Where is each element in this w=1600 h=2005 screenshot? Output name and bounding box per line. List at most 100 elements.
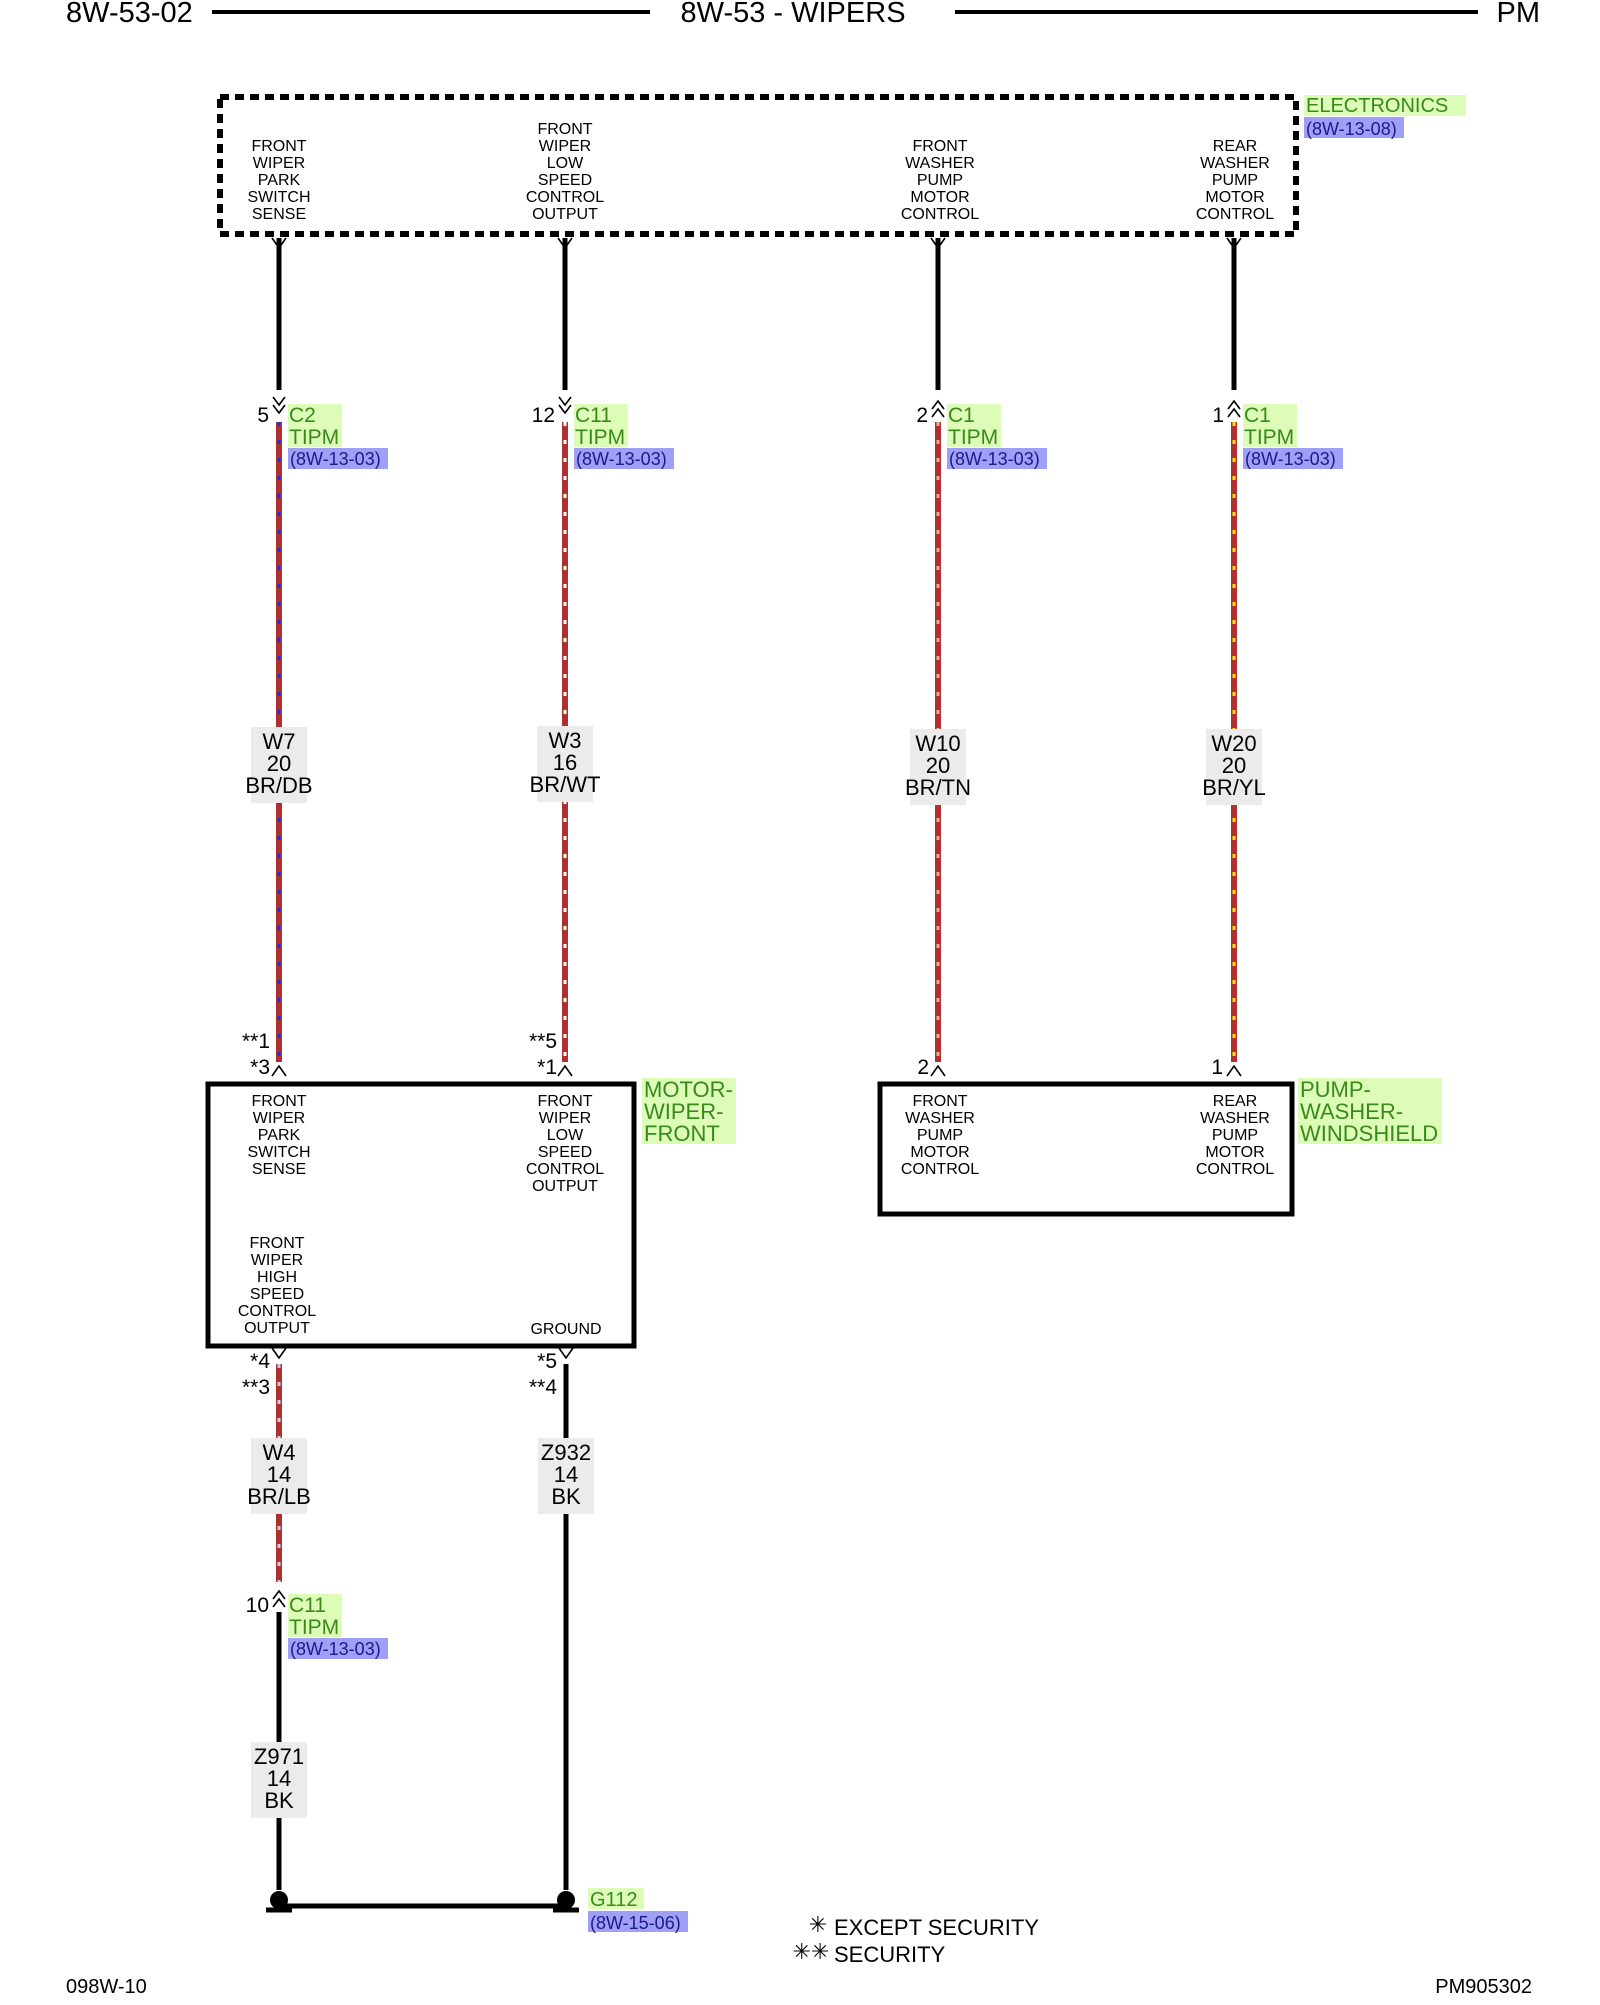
elec-pin-front-washer-line: MOTOR [910,189,969,206]
motor-pin-low-speed-line: LOW [547,1127,584,1144]
wire-circuit: W7 [263,729,296,754]
wire-color: BK [264,1788,294,1813]
elec-pin-park-sense-line: SWITCH [247,189,310,206]
connector-chevron [272,1597,286,1608]
connector-pin-number: 12 [532,404,555,427]
wire-circuit: W4 [263,1440,296,1465]
connector-chevron [931,407,945,418]
motor-pin-high-speed-line: HIGH [257,1269,297,1286]
motor-pin-low-speed-line: SPEED [538,1144,592,1161]
motor-pin-park-sense-line: SWITCH [247,1144,310,1161]
motor-pin-low-speed-line: WIPER [539,1110,591,1127]
elec-pin-park-sense-line: SENSE [252,206,306,223]
motor-pin-park-sense-line: WIPER [253,1110,305,1127]
pump-pin-rear-washer-line: CONTROL [1196,1161,1274,1178]
elec-pin-low-speed-line: SPEED [538,172,592,189]
page-code: 8W-53-02 [66,0,193,29]
connector-module: TIPM [1244,426,1294,449]
connector-ref: (8W-13-03) [290,1639,381,1659]
module-pin-numbers: **1 *3 **5 *1 2 1 *4 **3 *5 **4 [242,1030,1223,1399]
elec-pin-rear-washer-line: REAR [1213,138,1257,155]
pump-pin-rear-washer-line: MOTOR [1205,1144,1264,1161]
elec-pin-chevron-1 [557,237,573,250]
footer-left-code: 098W-10 [66,1976,147,1998]
legend-except-security: EXCEPT SECURITY [834,1915,1039,1940]
wire-color: BR/DB [245,773,312,798]
pump-pin-rear-washer-line: PUMP [1212,1127,1258,1144]
wire-gauge: 20 [926,753,950,778]
pump-pin-front-washer-line: WASHER [905,1110,975,1127]
legend-single-star-icon: ✳ [809,1912,827,1937]
motor-pin-high-speed-line: OUTPUT [244,1320,310,1337]
motor-park-pin-except: *3 [250,1056,270,1079]
motor-box [205,1081,637,1349]
elec-pin-low-speed-line: LOW [547,155,584,172]
connector-chevron [272,1589,286,1600]
module-entry-chevron-3 [1226,1064,1242,1077]
pump-name-2: WASHER- [1300,1099,1403,1124]
motor-pin-high-speed-line: FRONT [249,1235,304,1252]
wire-color: BR/TN [905,775,971,800]
motor-pin-ground: GROUND [530,1321,601,1338]
pump-name-1: PUMP- [1300,1077,1371,1102]
wire-circuit: W20 [1211,731,1256,756]
connector-name: C1 [948,404,975,427]
motor-pin-park-sense-line: SENSE [252,1161,306,1178]
wire-circuit: Z932 [541,1440,591,1465]
elec-pin-front-washer-line: FRONT [912,138,967,155]
motor-pin-low-speed-line: FRONT [537,1093,592,1110]
wire-gauge: 14 [554,1462,578,1487]
connector-pin-number: 5 [257,404,269,427]
connector-pin-number: 10 [246,1594,269,1617]
elec-pin-chevron-0 [271,237,287,250]
motor-high-pin-security: **3 [242,1376,270,1399]
wire-layer [276,238,1237,1890]
ground-node-left [270,1891,288,1909]
connector-name: C11 [289,1594,326,1617]
connector-chevron [1227,399,1241,410]
wire-circuit: W3 [549,728,582,753]
elec-pin-park-sense-line: WIPER [253,155,305,172]
motor-pin-high-speed-line: CONTROL [238,1303,316,1320]
pump-pin-rear-washer-line: WASHER [1200,1110,1270,1127]
elec-pin-front-washer-line: PUMP [917,172,963,189]
ground-name: G112 [590,1889,637,1911]
wire-circuit: Z971 [254,1744,304,1769]
motor-wiper-front: MOTOR- WIPER- FRONT FRONTWIPERPARKSWITCH… [205,1077,736,1349]
connector-ref: (8W-13-03) [290,449,381,469]
motor-pin-park-sense-line: FRONT [251,1093,306,1110]
wire-gauge: 14 [267,1462,291,1487]
wire-color: BR/WT [530,772,601,797]
footer: 098W-10 PM905302 [66,1976,1532,1998]
elec-pin-chevron-3 [1226,237,1242,250]
motor-high-exit-chevron [271,1347,287,1360]
connector-pin-number: 1 [1212,404,1224,427]
module-entry-chevron-1 [557,1064,573,1077]
motor-high-pin-except: *4 [250,1350,270,1373]
pump-front-pin: 2 [917,1056,929,1079]
pump-pin-front-washer-line: PUMP [917,1127,963,1144]
connector-module: TIPM [948,426,998,449]
motor-park-pin-security: **1 [242,1030,270,1053]
connector-module: TIPM [289,1616,339,1639]
connector-name: C2 [289,404,316,427]
wire-color: BR/LB [247,1484,311,1509]
legend-security: SECURITY [834,1942,946,1967]
legend-double-star-icon: ✳✳ [793,1939,830,1964]
connector-ref: (8W-13-03) [1245,449,1336,469]
footer-right-code: PM905302 [1435,1976,1532,1998]
connector-chevron [1227,407,1241,418]
connector-chevron [558,396,572,407]
section-title: 8W-53 - WIPERS [680,0,905,29]
connector-pin-number: 2 [916,404,928,427]
